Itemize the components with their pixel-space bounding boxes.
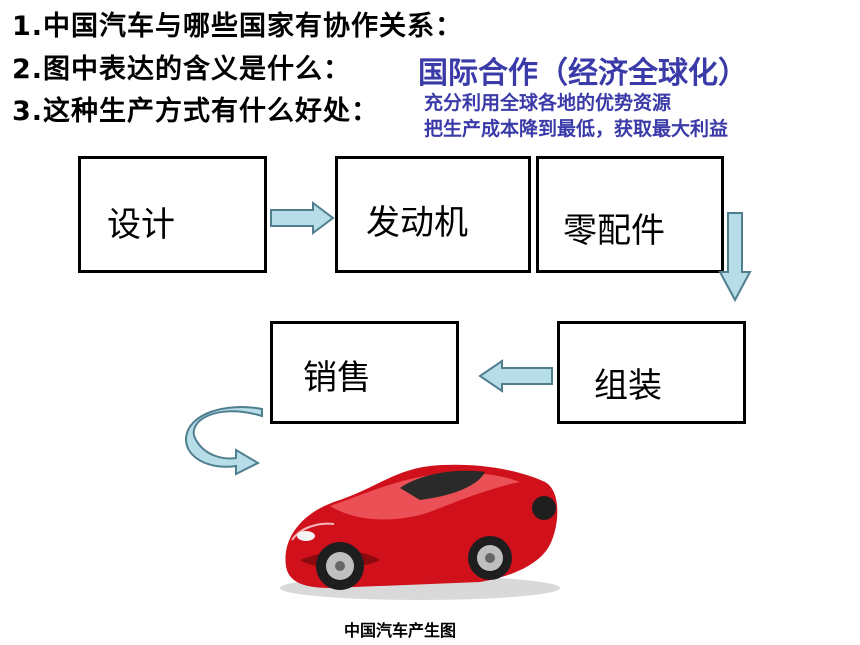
- sports-car-icon: [280, 464, 560, 600]
- figure-caption: 中国汽车产生图: [343, 621, 456, 640]
- flow-box-assembly: 组装: [557, 321, 746, 424]
- flow-box-sales: 销售: [270, 321, 459, 424]
- flow-label-design: 设计: [107, 205, 175, 245]
- flow-label-engine: 发动机: [366, 203, 468, 243]
- flow-box-engine: 发动机: [335, 156, 531, 273]
- flow-label-sales: 销售: [303, 358, 371, 398]
- answer-3-line-2: 把生产成本降到最低，获取最大利益: [424, 118, 729, 140]
- curved-arrow-icon: [184, 406, 263, 476]
- answer-3-line-1: 充分利用全球各地的优势资源: [424, 92, 672, 114]
- flow-label-assembly: 组装: [594, 366, 662, 406]
- arrow-right-icon: [270, 201, 335, 235]
- flow-box-design: 设计: [78, 156, 267, 273]
- arrow-down-icon: [718, 212, 752, 303]
- question-3: 3.这种生产方式有什么好处：: [12, 96, 380, 127]
- flow-label-parts: 零配件: [563, 211, 665, 251]
- answer-2: 国际合作（经济全球化）: [418, 56, 748, 91]
- question-2: 2.图中表达的含义是什么：: [12, 54, 352, 85]
- question-1: 1.中国汽车与哪些国家有协作关系：: [12, 11, 464, 42]
- flow-box-parts: 零配件: [536, 156, 724, 273]
- arrow-left-icon: [478, 359, 553, 393]
